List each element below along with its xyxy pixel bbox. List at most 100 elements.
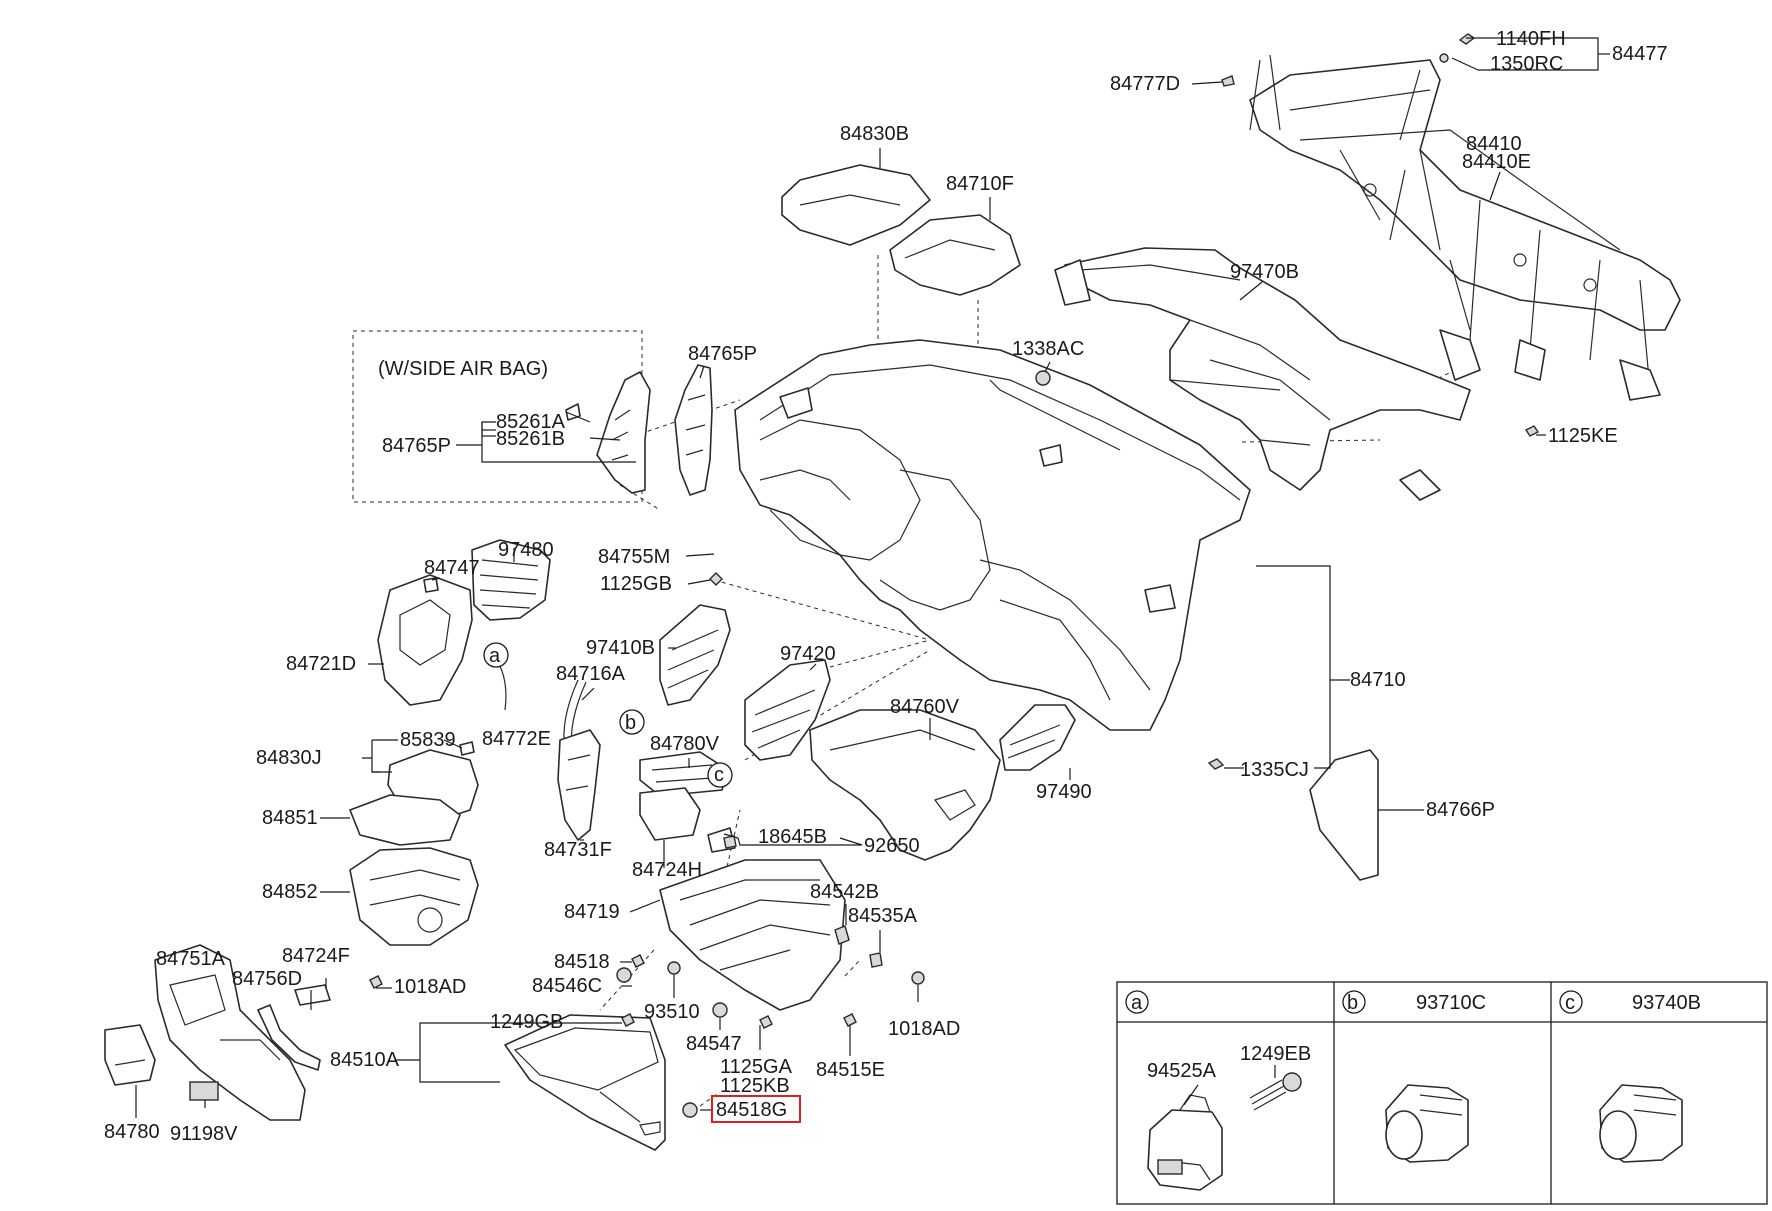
- label-84477: 84477: [1612, 43, 1668, 65]
- label-85839: 85839: [400, 729, 456, 751]
- label-1335cj: 1335CJ: [1240, 759, 1309, 781]
- legend-c-part: 93740B: [1632, 992, 1701, 1014]
- shroud-84852: [349, 847, 479, 946]
- vent-97490: [999, 704, 1076, 771]
- shroud-84851: [349, 794, 461, 846]
- label-84772e: 84772E: [482, 728, 551, 750]
- cover-84724h: [639, 787, 701, 841]
- label-1140fh: 1140FH: [1496, 28, 1566, 50]
- label-97480: 97480: [498, 539, 554, 561]
- bracket-84724f: [294, 984, 331, 1006]
- label-84747: 84747: [424, 557, 480, 579]
- center-vent-97410b: [659, 604, 731, 706]
- label-84719: 84719: [564, 901, 620, 923]
- label-85261b: 85261B: [496, 428, 565, 450]
- cluster-fascia-84721d: [377, 574, 473, 706]
- label-92650: 92650: [864, 835, 920, 857]
- label-84547: 84547: [686, 1033, 742, 1055]
- label-1125gb: 1125GB: [600, 573, 672, 595]
- label-84780v: 84780V: [650, 733, 720, 755]
- label-84410: 84410: [1466, 133, 1522, 155]
- svg-text:c: c: [714, 764, 724, 786]
- label-18645b: 18645B: [758, 826, 827, 848]
- label-1249gb: 1249GB: [490, 1011, 563, 1033]
- vent-97420: [744, 659, 831, 761]
- label-84731f: 84731F: [544, 839, 612, 861]
- label-1018ad-right: 1018AD: [888, 1018, 960, 1040]
- legend-a-mark: [1125, 990, 1149, 1014]
- label-84710f: 84710F: [946, 173, 1014, 195]
- bracket-84731f: [557, 729, 601, 841]
- label-97490: 97490: [1036, 781, 1092, 803]
- side-airbag-note: (W/SIDE AIR BAG): [378, 358, 548, 380]
- label-84535a: 84535A: [848, 905, 918, 927]
- side-airbag-frame: [352, 330, 643, 503]
- glove-box: [504, 1014, 666, 1151]
- label-84830j: 84830J: [256, 747, 322, 769]
- label-85261a: 85261A: [496, 411, 566, 433]
- switch-a-illustration: [1147, 1065, 1302, 1191]
- label-1125kb: 1125KB: [720, 1075, 790, 1097]
- legend-b-part: 93710C: [1416, 992, 1486, 1014]
- switch-c-illustration: [1599, 1084, 1683, 1163]
- lower-panel-84751a: [154, 944, 306, 1121]
- bracket-84756d: [257, 1004, 321, 1071]
- label-84830b: 84830B: [840, 123, 909, 145]
- label-84780: 84780: [104, 1121, 160, 1143]
- svg-text:a: a: [1131, 992, 1143, 1014]
- upper-covers: [781, 164, 1021, 296]
- label-84765p-box: 84765P: [382, 435, 451, 457]
- label-84716a: 84716A: [556, 663, 626, 685]
- side-panel-84765p: [674, 364, 713, 496]
- switch-panel-84780v: [639, 751, 729, 797]
- air-duct: [1054, 247, 1471, 501]
- label-84542b: 84542B: [810, 881, 879, 903]
- label-84518g[interactable]: 84518G: [716, 1099, 787, 1121]
- label-84777d: 84777D: [1110, 73, 1180, 95]
- label-91198v: 91198V: [170, 1123, 238, 1145]
- callout-a: a: [483, 642, 509, 668]
- label-1338ac: 1338AC: [1012, 338, 1084, 360]
- label-84515e: 84515E: [816, 1059, 885, 1081]
- svg-text:b: b: [625, 712, 636, 734]
- label-84851: 84851: [262, 807, 318, 829]
- label-84710: 84710: [1350, 669, 1406, 691]
- label-1350rc: 1350RC: [1490, 53, 1563, 75]
- label-84751a: 84751A: [156, 948, 226, 970]
- svg-text:b: b: [1347, 992, 1358, 1014]
- side-panel-in-box: [565, 371, 651, 494]
- label-84852: 84852: [262, 881, 318, 903]
- label-84724h: 84724H: [632, 859, 702, 881]
- label-84756d: 84756D: [232, 968, 302, 990]
- legend-table: a b 93710C c 93740B 94525A 1249EB: [1116, 981, 1768, 1205]
- label-97410b: 97410B: [586, 637, 655, 659]
- label-1125ga: 1125GA: [720, 1056, 793, 1078]
- label-84410e: 84410E: [1462, 151, 1531, 173]
- label-1125ke: 1125KE: [1548, 425, 1618, 447]
- leader-lines: [135, 37, 1610, 1118]
- cowl-crossbar-frame: [1249, 54, 1681, 401]
- label-84546c: 84546C: [532, 975, 602, 997]
- label-84755m: 84755M: [598, 546, 670, 568]
- part-labels: 1140FH 1350RC 84477 84777D 84830B 84710F…: [104, 28, 1668, 1145]
- legend-a-part2: 1249EB: [1240, 1043, 1311, 1065]
- svg-text:a: a: [489, 645, 501, 667]
- label-84510a: 84510A: [330, 1049, 400, 1071]
- left-vent-97480: [471, 539, 551, 621]
- switch-b-illustration: [1385, 1084, 1469, 1163]
- svg-text:c: c: [1565, 992, 1575, 1014]
- label-1018ad-left: 1018AD: [394, 976, 466, 998]
- label-97470b: 97470B: [1230, 261, 1299, 283]
- legend-b-mark: [1342, 990, 1366, 1014]
- label-84765p-top: 84765P: [688, 343, 757, 365]
- side-cover-84766p: [1309, 749, 1379, 881]
- crash-pad-main: [734, 339, 1251, 731]
- fastener-icon: [369, 370, 1225, 1118]
- highlight-box: [711, 1095, 801, 1123]
- lower-panel-84760v: [809, 709, 1001, 861]
- label-84760v: 84760V: [890, 696, 960, 718]
- callout-c: c: [707, 762, 733, 788]
- legend-c-mark: [1559, 990, 1583, 1014]
- glove-box-housing: [659, 827, 846, 1011]
